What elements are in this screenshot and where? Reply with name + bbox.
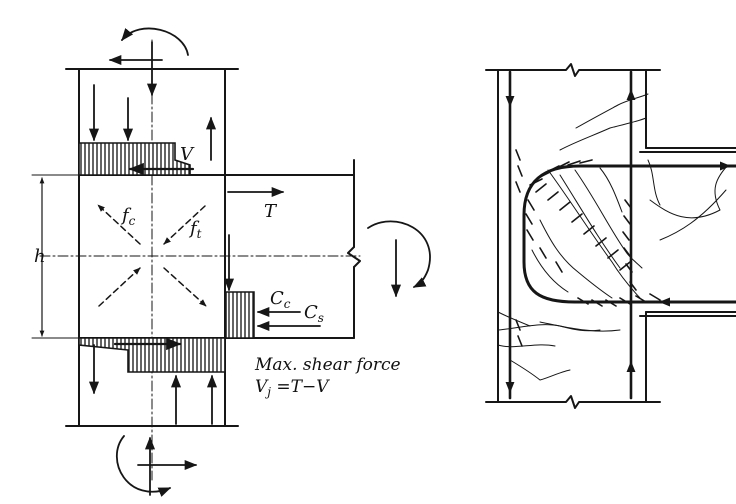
v-label: V — [180, 144, 195, 165]
caption-line-1: Max. shear force — [254, 355, 401, 375]
fc-label: fc — [120, 205, 136, 228]
column-outline-right — [485, 63, 661, 409]
t-label: T — [264, 201, 278, 222]
force-diagram: h V T fc — [31, 27, 431, 497]
beam-outline-right — [645, 147, 736, 313]
beam-outline — [224, 159, 361, 339]
beam-moment-symbol — [367, 220, 431, 298]
caption-line-2: Vj =T−V — [255, 377, 330, 399]
centerlines — [39, 39, 361, 481]
cracks — [497, 93, 729, 381]
top-stress-block: V — [78, 142, 195, 176]
bottom-moment-symbol — [115, 435, 198, 497]
compression-block: Cc Cs — [225, 288, 324, 339]
h-label: h — [34, 246, 46, 267]
tension-arrow: T — [227, 186, 285, 222]
beam-hook-bars — [522, 151, 736, 317]
column-bars — [508, 70, 633, 400]
column-bar-arrows — [505, 79, 636, 394]
height-dimension: h — [31, 174, 80, 339]
ft-label: ft — [188, 218, 202, 241]
diagonal-stresses — [97, 204, 207, 307]
strut-ticks — [515, 149, 661, 347]
crack-pattern-diagram — [485, 63, 736, 409]
cc-label: Cc — [270, 288, 291, 311]
top-moment-symbol — [108, 27, 189, 97]
top-column-arrows — [88, 84, 217, 161]
cs-label: Cs — [304, 302, 324, 325]
bottom-stress-block — [78, 337, 226, 373]
bottom-column-arrows — [88, 344, 218, 425]
